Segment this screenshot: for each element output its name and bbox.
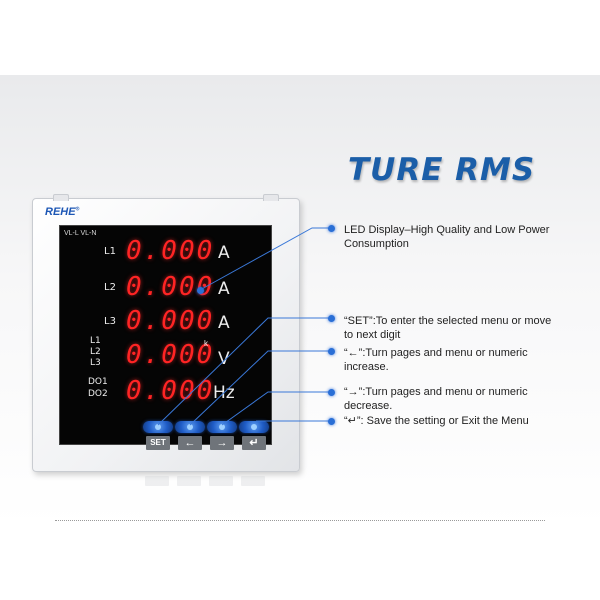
unit-amp: A [218,279,230,299]
row-label-l2: L2 [104,282,116,293]
readout-l3-current: 0.000 [126,306,215,336]
row-label-do2: DO2 [88,389,108,399]
headline-title: TURE RMS [348,152,536,188]
annotation-right-key: “→”:Turn pages and menu or numeric decre… [344,386,528,412]
registered-mark: ® [75,206,80,213]
mount-tab [53,194,69,201]
row-label-l1: L1 [104,246,116,257]
key-reflection [145,476,169,486]
callout-node [328,348,335,355]
left-button-light[interactable] [175,421,205,433]
callout-node [328,389,335,396]
annotation-led-display: LED Display–High Quality and Low Power C… [344,224,550,250]
annotation-left-key: “←”:Turn pages and menu or numeric incre… [344,347,528,373]
kilo-prefix: k [204,339,208,348]
mount-tab [263,194,279,201]
row-label-l2-small: L2 [90,347,101,357]
led-display: VL-L VL-N L1 0.000 A L2 0.000 A L3 0.000… [59,225,272,445]
brand-logo: REHE® [45,206,79,218]
readout-voltage: 0.000 [126,340,215,370]
set-button-light[interactable] [143,421,173,433]
key-reflection [241,476,265,486]
row-label-do1: DO1 [88,377,108,387]
callout-node [328,225,335,232]
unit-amp: A [218,243,230,263]
key-reflection [177,476,201,486]
unit-volt: V [218,349,230,369]
brand-name: REHE [45,206,76,218]
left-arrow-key[interactable]: ← [178,436,202,450]
readout-frequency: 0.000 [126,376,215,406]
callout-node [328,418,335,425]
set-key[interactable]: SET [146,436,170,450]
row-label-l3-small: L3 [90,358,101,368]
button-panel: SET ← → ↵ [143,421,293,455]
voltage-mode-tags: VL-L VL-N [64,230,97,237]
unit-amp: A [218,313,230,333]
row-label-l1-small: L1 [90,336,101,346]
annotation-set-key: “SET”:To enter the selected menu or move… [344,315,552,341]
row-label-l3: L3 [104,316,116,327]
enter-key[interactable]: ↵ [242,436,266,450]
right-button-light[interactable] [207,421,237,433]
bottom-divider [55,520,545,521]
power-meter: REHE® VL-L VL-N L1 0.000 A L2 0.000 A L3… [32,194,300,472]
enter-button-light[interactable] [239,421,269,433]
right-arrow-key[interactable]: → [210,436,234,450]
annotation-enter-key: “↵”: Save the setting or Exit the Menu [344,415,529,427]
key-reflection [209,476,233,486]
callout-node [197,287,204,294]
readout-l1-current: 0.000 [126,236,215,266]
callout-node [328,315,335,322]
